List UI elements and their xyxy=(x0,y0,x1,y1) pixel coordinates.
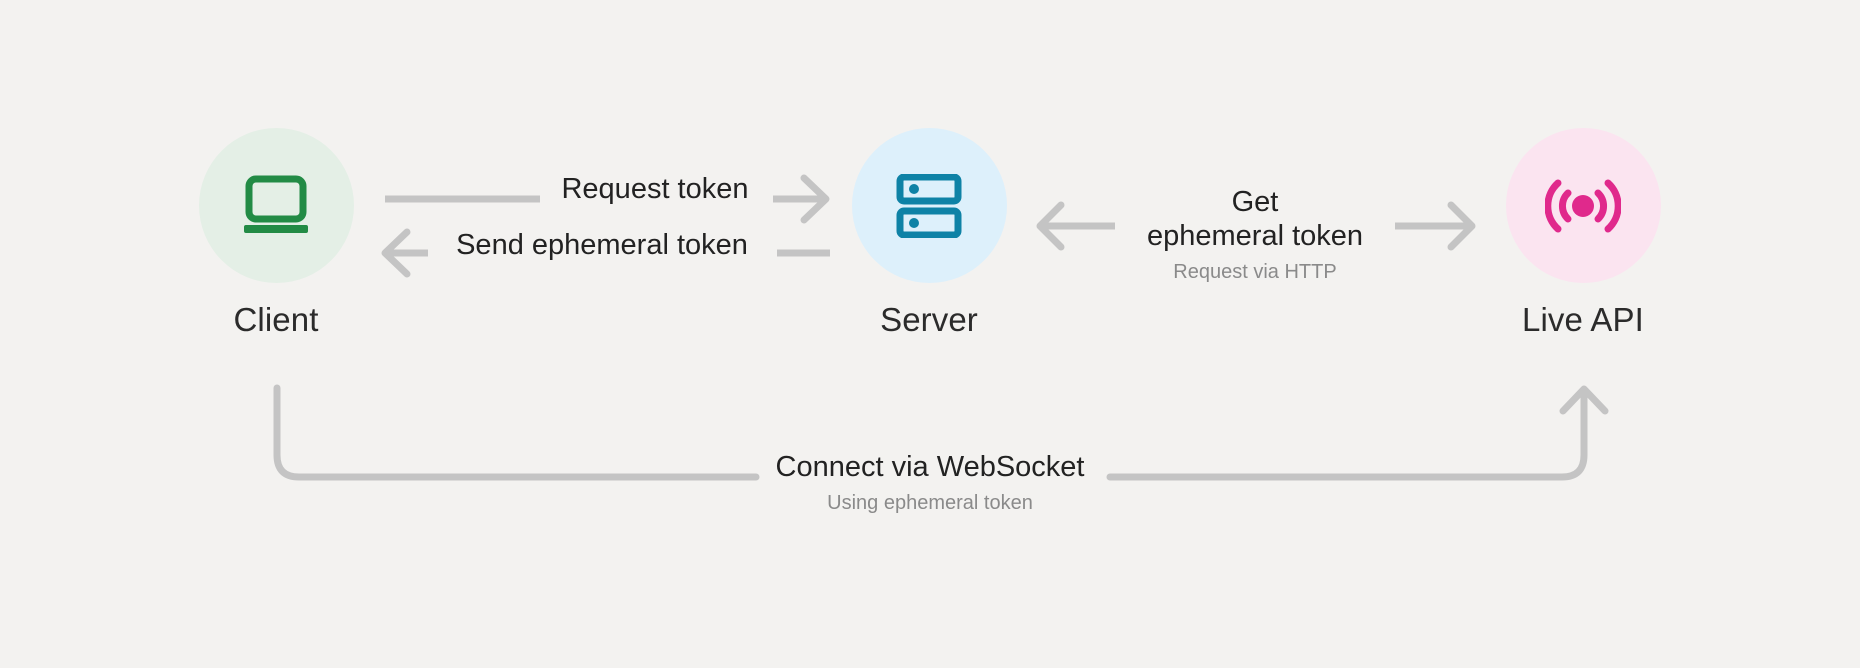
node-server-label: Server xyxy=(880,301,978,338)
flow-sublabel-request-via-http: Request via HTTP xyxy=(1173,261,1337,284)
server-icon-circle xyxy=(851,128,1007,283)
flow-label-get-ephemeral-token-line1: Get xyxy=(1231,186,1279,218)
flow-sublabel-using-ephemeral-token: Using ephemeral token xyxy=(827,492,1033,515)
node-client[interactable]: Client xyxy=(176,128,376,336)
websocket-path-right xyxy=(1106,386,1588,481)
flow-label-connect-websocket-text: Connect via WebSocket xyxy=(775,451,1085,483)
node-client-label: Client xyxy=(233,301,319,338)
node-live-api[interactable]: Live API xyxy=(1483,128,1683,336)
get-token-arrowhead-server-side xyxy=(1036,201,1065,251)
broadcast-icon xyxy=(1545,179,1621,232)
websocket-arrowhead xyxy=(1559,385,1609,415)
flow-label-send-ephemeral-token-text: Send ephemeral token xyxy=(456,229,748,261)
request-token-arrowhead xyxy=(800,174,830,224)
live-api-icon-circle xyxy=(1505,128,1661,283)
flow-label-connect-websocket: Connect via WebSocket Using ephemeral to… xyxy=(700,450,1160,515)
node-live-api-label: Live API xyxy=(1522,301,1644,338)
get-token-arrowhead-api-side xyxy=(1447,201,1476,251)
node-server[interactable]: Server xyxy=(829,128,1029,336)
flow-label-request-token: Request token xyxy=(545,172,765,206)
client-icon-circle xyxy=(198,128,354,283)
laptop-icon xyxy=(244,175,308,233)
flow-label-send-ephemeral-token: Send ephemeral token xyxy=(432,228,772,262)
send-token-arrowhead xyxy=(381,228,411,278)
server-icon xyxy=(896,173,962,238)
flow-label-get-ephemeral-token: Get ephemeral token Request via HTTP xyxy=(1140,185,1370,284)
websocket-path-left xyxy=(273,384,760,481)
flow-label-get-ephemeral-token-line2: ephemeral token xyxy=(1146,220,1364,253)
flow-label-request-token-text: Request token xyxy=(561,173,749,205)
